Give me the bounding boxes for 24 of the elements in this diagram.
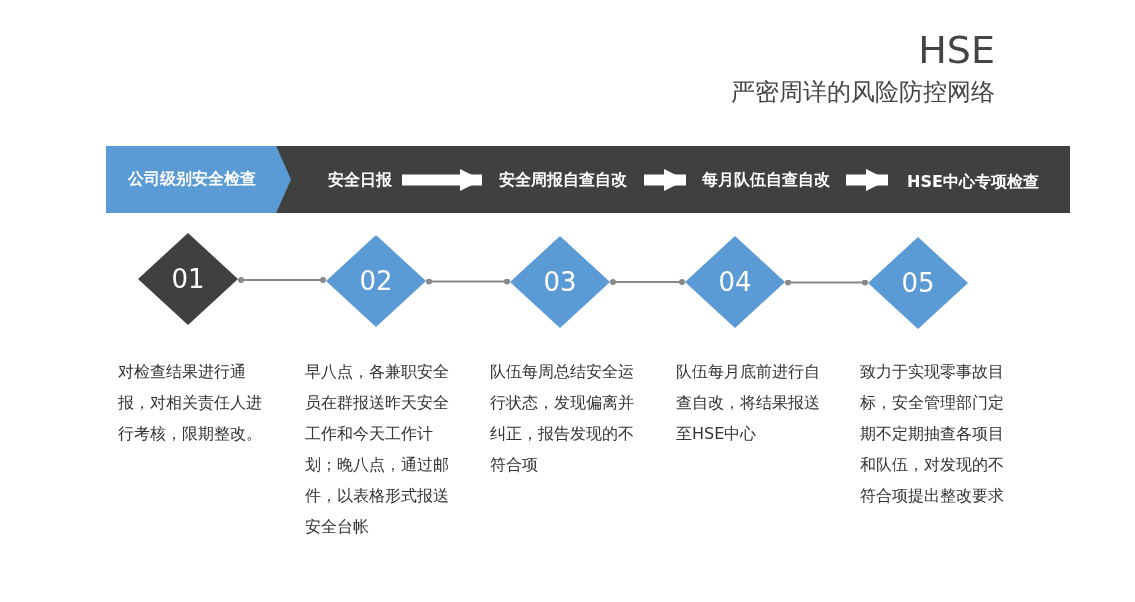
step-diamond: 05 (868, 237, 968, 329)
connector-line (610, 279, 685, 285)
step-label: 安全日报 (318, 160, 402, 200)
description-text: 队伍每月底前进行自查自改，将结果报送至HSE中心 (676, 361, 821, 445)
description-text: 队伍每周总结安全运行状态，发现偏离并纠正，报告发现的不符合项 (490, 361, 635, 476)
process-tab: 公司级别安全检查 (106, 146, 291, 213)
title: HSE (918, 28, 995, 72)
description-text: 早八点，各兼职安全员在群报送昨天安全工作和今天工作计划；晚八点，通过邮件，以表格形式报送安全台帐 (305, 361, 450, 538)
step-label: HSE中心专项检查 (888, 162, 1058, 202)
step-diamond: 02 (326, 235, 426, 327)
step-label: 每月队伍自查自改 (686, 160, 846, 200)
block-arrow (846, 169, 888, 191)
block-arrow (402, 169, 482, 191)
step-diamond: 04 (685, 236, 785, 328)
connector-line (238, 277, 326, 283)
block-arrow (644, 169, 686, 191)
subtitle: 严密周详的风险防控网络 (731, 77, 995, 108)
step-diamond: 01 (138, 233, 238, 325)
description-text: 对检查结果进行通报，对相关责任人进行考核，限期整改。 (118, 361, 263, 445)
connector-line (426, 278, 510, 285)
connector-line (785, 279, 868, 286)
description-text: 致力于实现零事故目标，安全管理部门定期不定期抽查各项目和队伍，对发现的不符合项提出整改要求 (860, 361, 1005, 507)
step-label: 安全周报自查自改 (482, 160, 644, 200)
step-diamond: 03 (510, 236, 610, 328)
